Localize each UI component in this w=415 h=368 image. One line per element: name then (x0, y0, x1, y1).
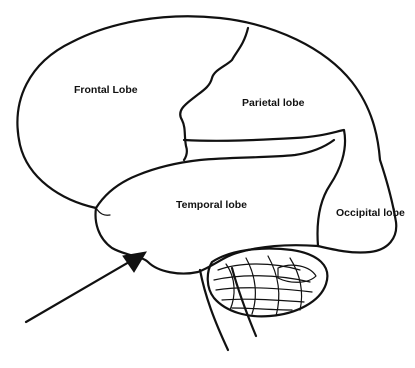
arrow (26, 252, 146, 322)
frontal-lobe-label: Frontal Lobe (74, 84, 138, 96)
occipital-lobe-label: Occipital lobe (336, 207, 405, 219)
temporal-lobe-label: Temporal lobe (176, 199, 247, 211)
brainstem-right-edge (232, 268, 256, 336)
temporal-pole-notch (96, 208, 110, 215)
temporal-lobe-outline (96, 140, 334, 208)
parietal-lobe-label: Parietal lobe (242, 97, 305, 109)
brainstem-left-edge (200, 270, 228, 350)
